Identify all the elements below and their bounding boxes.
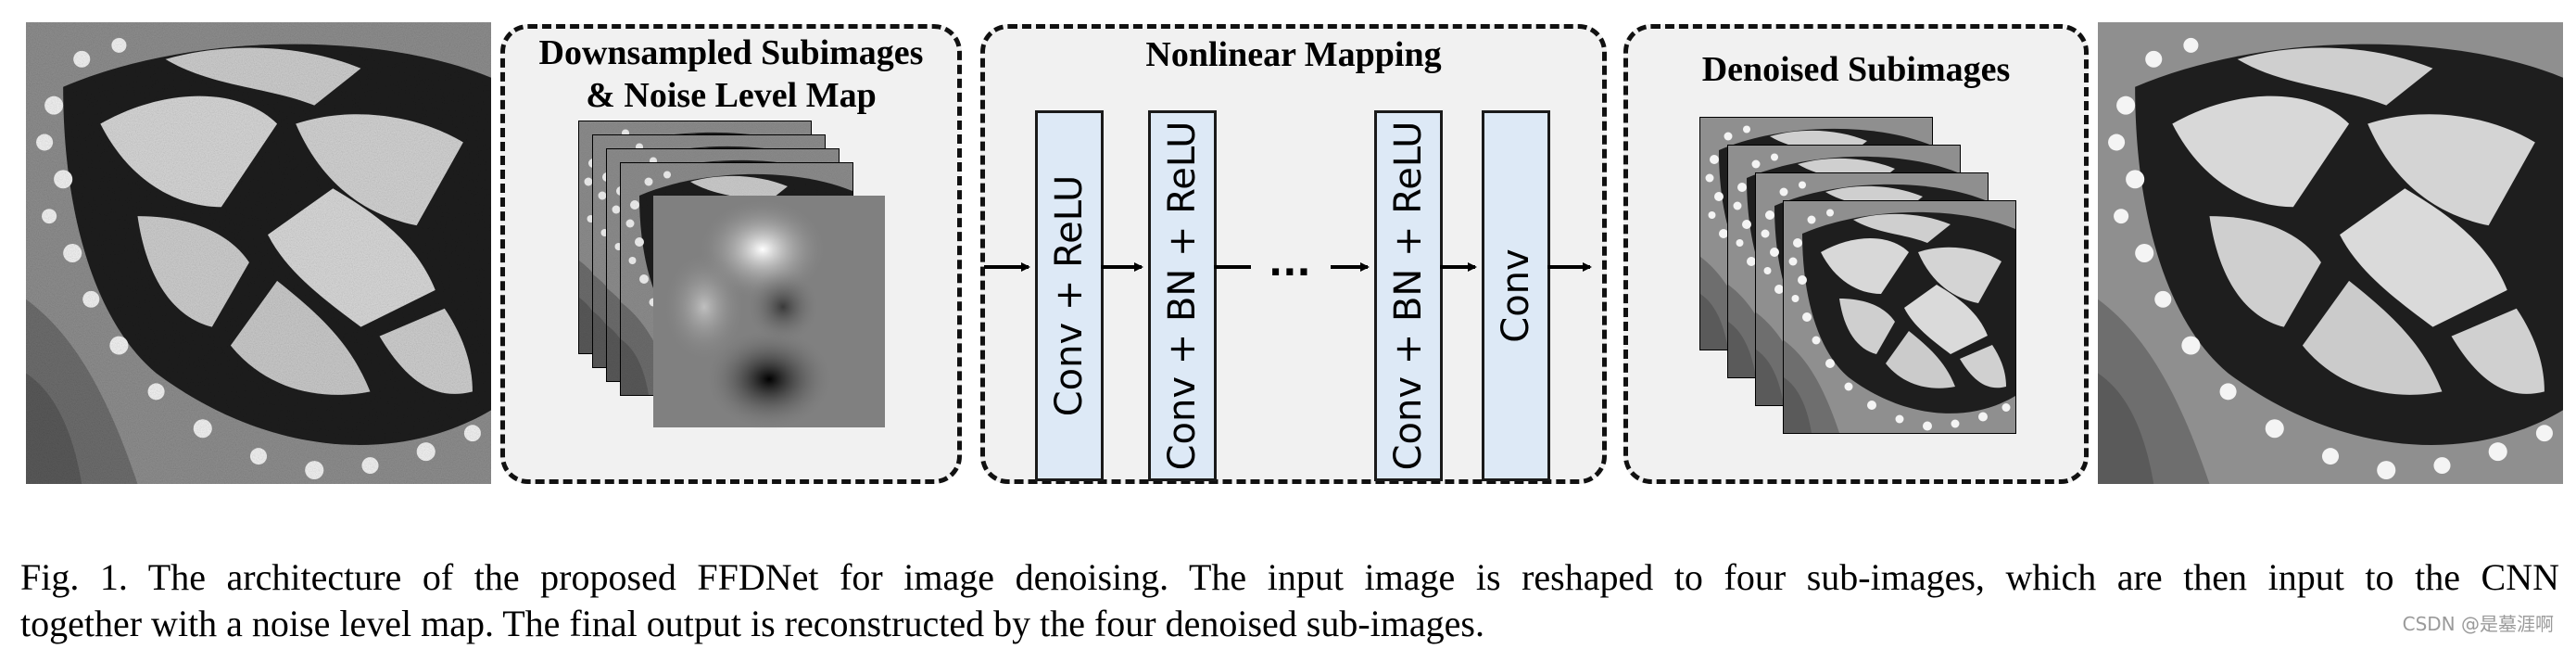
denoised-subimage-stack (1699, 117, 2016, 434)
conv-relu-layer: Conv + ReLU (1035, 110, 1104, 481)
denoised-subimages-module: Denoised Subimages (1623, 24, 2089, 484)
caption-line: together with a noise level map. The fin… (20, 603, 1484, 644)
watermark: CSDN @是墓涯啊 (2402, 613, 2554, 635)
conv-bn-relu-layer: Conv + BN + ReLU (1148, 110, 1217, 481)
flow-arrows (984, 262, 1592, 272)
conv-output-layer: Conv (1482, 110, 1550, 481)
layer-ellipsis: ··· (1269, 251, 1311, 294)
denoised-output-image (2098, 22, 2563, 484)
noise-level-map (653, 196, 885, 430)
nonlinear-mapping-module: Nonlinear Mapping Conv + ReLU Conv + BN … (980, 24, 1607, 484)
conv-bn-relu-layer: Conv + BN + ReLU (1374, 110, 1443, 481)
downsample-title-line1: Downsampled Subimages (538, 33, 924, 72)
caption-line: Fig. 1. The architecture of the proposed… (20, 556, 2559, 598)
downsampled-subimages-module: Downsampled Subimages & Noise Level Map (500, 24, 962, 484)
mapping-title: Nonlinear Mapping (1145, 35, 1442, 74)
downsample-title-line2: & Noise Level Map (586, 76, 877, 115)
subimage-stack (578, 121, 885, 430)
denoised-title: Denoised Subimages (1701, 50, 2011, 89)
figure-caption: Fig. 1. The architecture of the proposed… (20, 554, 2559, 647)
denoised-subimage (1783, 200, 2016, 434)
